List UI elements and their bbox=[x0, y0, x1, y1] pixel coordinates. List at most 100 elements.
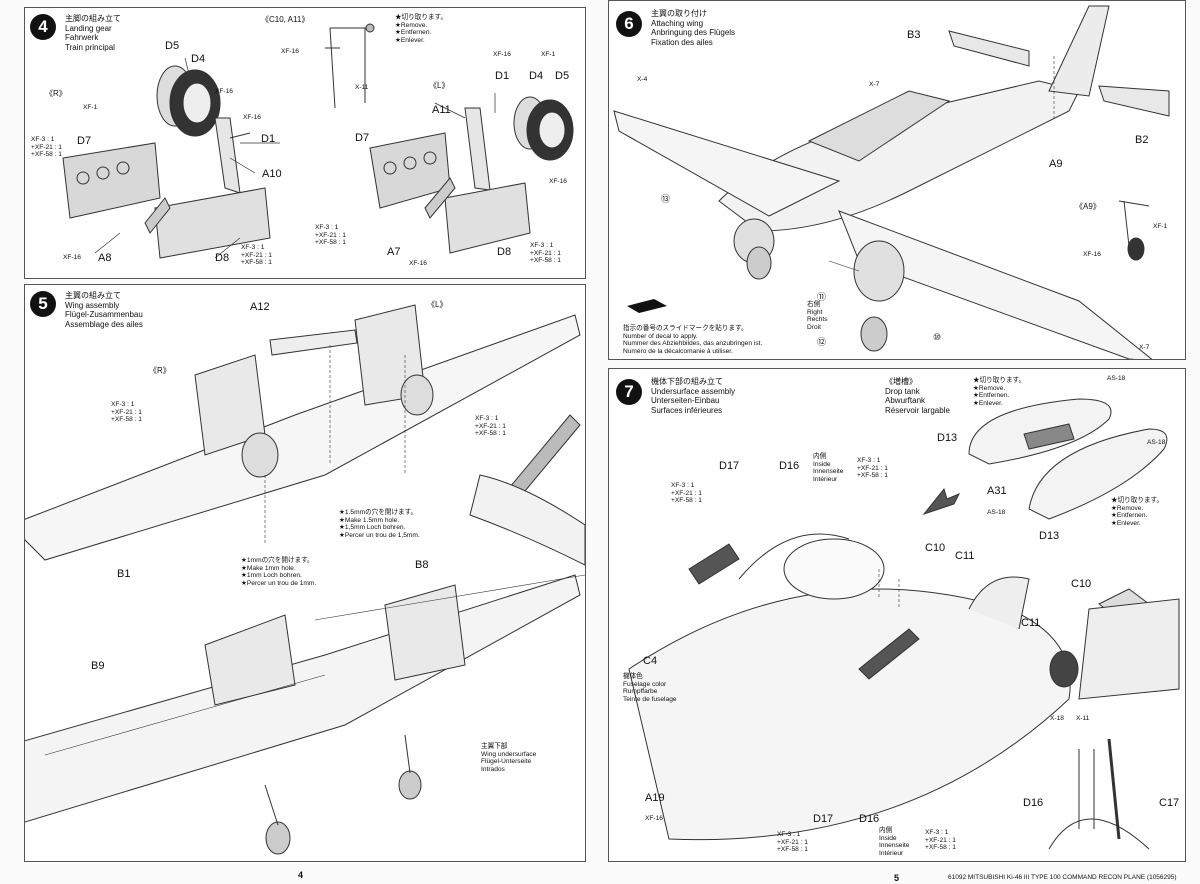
hole-1mm-note: ★1mmの穴を開けます。★Make 1mm hole.★1mm Loch boh… bbox=[241, 557, 317, 587]
paint-xf16b: XF-16 bbox=[243, 114, 261, 121]
mix-r-d8: XF-3 : 1+XF-21 : 1+XF-58 : 1 bbox=[241, 244, 272, 267]
landing-gear-illustration bbox=[62, 23, 574, 259]
mix-d17b: XF-3 : 1+XF-21 : 1+XF-58 : 1 bbox=[777, 831, 808, 854]
paint-as18b: AS-18 bbox=[1147, 439, 1166, 446]
part-d16c: D16 bbox=[1023, 797, 1044, 809]
mix-d16: XF-3 : 1+XF-21 : 1+XF-58 : 1 bbox=[857, 457, 888, 480]
paint-xf1: XF-1 bbox=[1153, 223, 1168, 230]
paint-x11: X-11 bbox=[355, 84, 369, 91]
paint-x18: X-18 bbox=[1050, 715, 1064, 722]
remove-note: ★切り取ります。★Remove.★Entfernen.★Enlever. bbox=[395, 14, 448, 44]
part-d4: D4 bbox=[191, 53, 206, 65]
part-c10: C10 bbox=[925, 542, 946, 554]
page-number-right: 5 bbox=[894, 873, 900, 883]
paint-xf1b: XF-1 bbox=[541, 51, 556, 58]
sub-left: 《L》 bbox=[427, 300, 448, 309]
part-a7: A7 bbox=[387, 246, 401, 258]
paint-xf16f: XF-16 bbox=[493, 51, 511, 58]
part-a31: A31 bbox=[987, 485, 1007, 497]
part-b2: B2 bbox=[1135, 134, 1149, 146]
part-d16b: D16 bbox=[859, 813, 880, 825]
paint-xf16: XF-16 bbox=[645, 815, 663, 822]
part-b3: B3 bbox=[907, 29, 921, 41]
part-d13: D13 bbox=[937, 432, 958, 444]
part-c11: C11 bbox=[955, 550, 975, 562]
decal-13: ⑬ bbox=[661, 194, 671, 204]
paint-xf16: XF-16 bbox=[215, 88, 233, 95]
decal-number-note: 指示の番号のスライドマークを貼ります。Number of decal to ap… bbox=[623, 325, 763, 355]
mix-l-d8: XF-3 : 1+XF-21 : 1+XF-58 : 1 bbox=[530, 242, 561, 265]
paint-x4: X-4 bbox=[637, 76, 648, 83]
sub-right: 《R》 bbox=[149, 366, 171, 375]
paint-as18c: AS-18 bbox=[987, 509, 1006, 516]
part-b1: B1 bbox=[117, 568, 131, 580]
step5-number: 5 bbox=[30, 291, 56, 317]
paint-xf16e: XF-16 bbox=[409, 260, 427, 267]
paint-xf16g: XF-16 bbox=[549, 178, 567, 185]
part-c17: C17 bbox=[1159, 797, 1180, 809]
part-a9: A9 bbox=[1049, 158, 1063, 170]
part-b8: B8 bbox=[415, 559, 429, 571]
part-c4: C4 bbox=[643, 655, 658, 667]
part-a12: A12 bbox=[250, 301, 270, 313]
paint-xf16: XF-16 bbox=[1083, 251, 1101, 258]
part-a10: A10 bbox=[262, 168, 282, 180]
paint-x11: X-11 bbox=[1076, 715, 1090, 722]
remove-note-bottom: ★切り取ります。★Remove.★Entfernen.★Enlever. bbox=[1111, 497, 1164, 527]
mix-r-doors: XF-3 : 1+XF-21 : 1+XF-58 : 1 bbox=[31, 136, 62, 159]
part-a8: A8 bbox=[98, 252, 112, 264]
decal-slide-icon bbox=[627, 299, 667, 313]
footer-text: 61092 MITSUBISHI Ki-46 III TYPE 100 COMM… bbox=[948, 874, 1177, 881]
hole-15mm-note: ★1.5mmの穴を開けます。★Make 1.5mm hole.★1,5mm Lo… bbox=[339, 509, 420, 539]
part-d1-left: D1 bbox=[495, 70, 510, 82]
paint-xf1: XF-1 bbox=[83, 104, 98, 111]
part-d16: D16 bbox=[779, 460, 800, 472]
inset-title: 《C10, A11》 bbox=[261, 15, 310, 24]
mix-d17: XF-3 : 1+XF-21 : 1+XF-58 : 1 bbox=[671, 482, 702, 505]
part-d13b: D13 bbox=[1039, 530, 1060, 542]
wing-assembly-illustration bbox=[25, 304, 585, 855]
part-d7-left: D7 bbox=[355, 132, 370, 144]
step6-number: 6 bbox=[616, 11, 642, 37]
mix-l-doors: XF-3 : 1+XF-21 : 1+XF-58 : 1 bbox=[315, 224, 346, 247]
step7-number: 7 bbox=[616, 379, 642, 405]
mix-r: XF-3 : 1+XF-21 : 1+XF-58 : 1 bbox=[111, 401, 142, 424]
undersurface-illustration bbox=[628, 398, 1180, 850]
mix-d16b: XF-3 : 1+XF-21 : 1+XF-58 : 1 bbox=[925, 829, 956, 852]
sub-right: 《R》 bbox=[45, 89, 67, 98]
decal-11: ⑪ bbox=[817, 292, 827, 302]
part-c10b: C10 bbox=[1071, 578, 1092, 590]
paint-as18: AS-18 bbox=[1107, 375, 1126, 382]
step4-number: 4 bbox=[30, 14, 56, 40]
paint-x7: X-7 bbox=[869, 81, 880, 88]
part-d17b: D17 bbox=[813, 813, 834, 825]
remove-note-top: ★切り取ります。★Remove.★Entfernen.★Enlever. bbox=[973, 377, 1026, 407]
part-d5-left: D5 bbox=[555, 70, 570, 82]
decal-12: ⑫ bbox=[817, 337, 827, 347]
part-d17: D17 bbox=[719, 460, 740, 472]
part-d7: D7 bbox=[77, 135, 92, 147]
part-c11b: C11 bbox=[1021, 617, 1041, 629]
part-a11: A11 bbox=[432, 104, 451, 116]
sub-a9: 《A9》 bbox=[1075, 202, 1101, 211]
part-b9: B9 bbox=[91, 660, 105, 672]
part-d8-left: D8 bbox=[497, 246, 512, 258]
part-d5: D5 bbox=[165, 40, 180, 52]
part-a19: A19 bbox=[645, 792, 665, 804]
mix-l: XF-3 : 1+XF-21 : 1+XF-58 : 1 bbox=[475, 415, 506, 438]
decal-10: ⑩ bbox=[933, 332, 942, 342]
